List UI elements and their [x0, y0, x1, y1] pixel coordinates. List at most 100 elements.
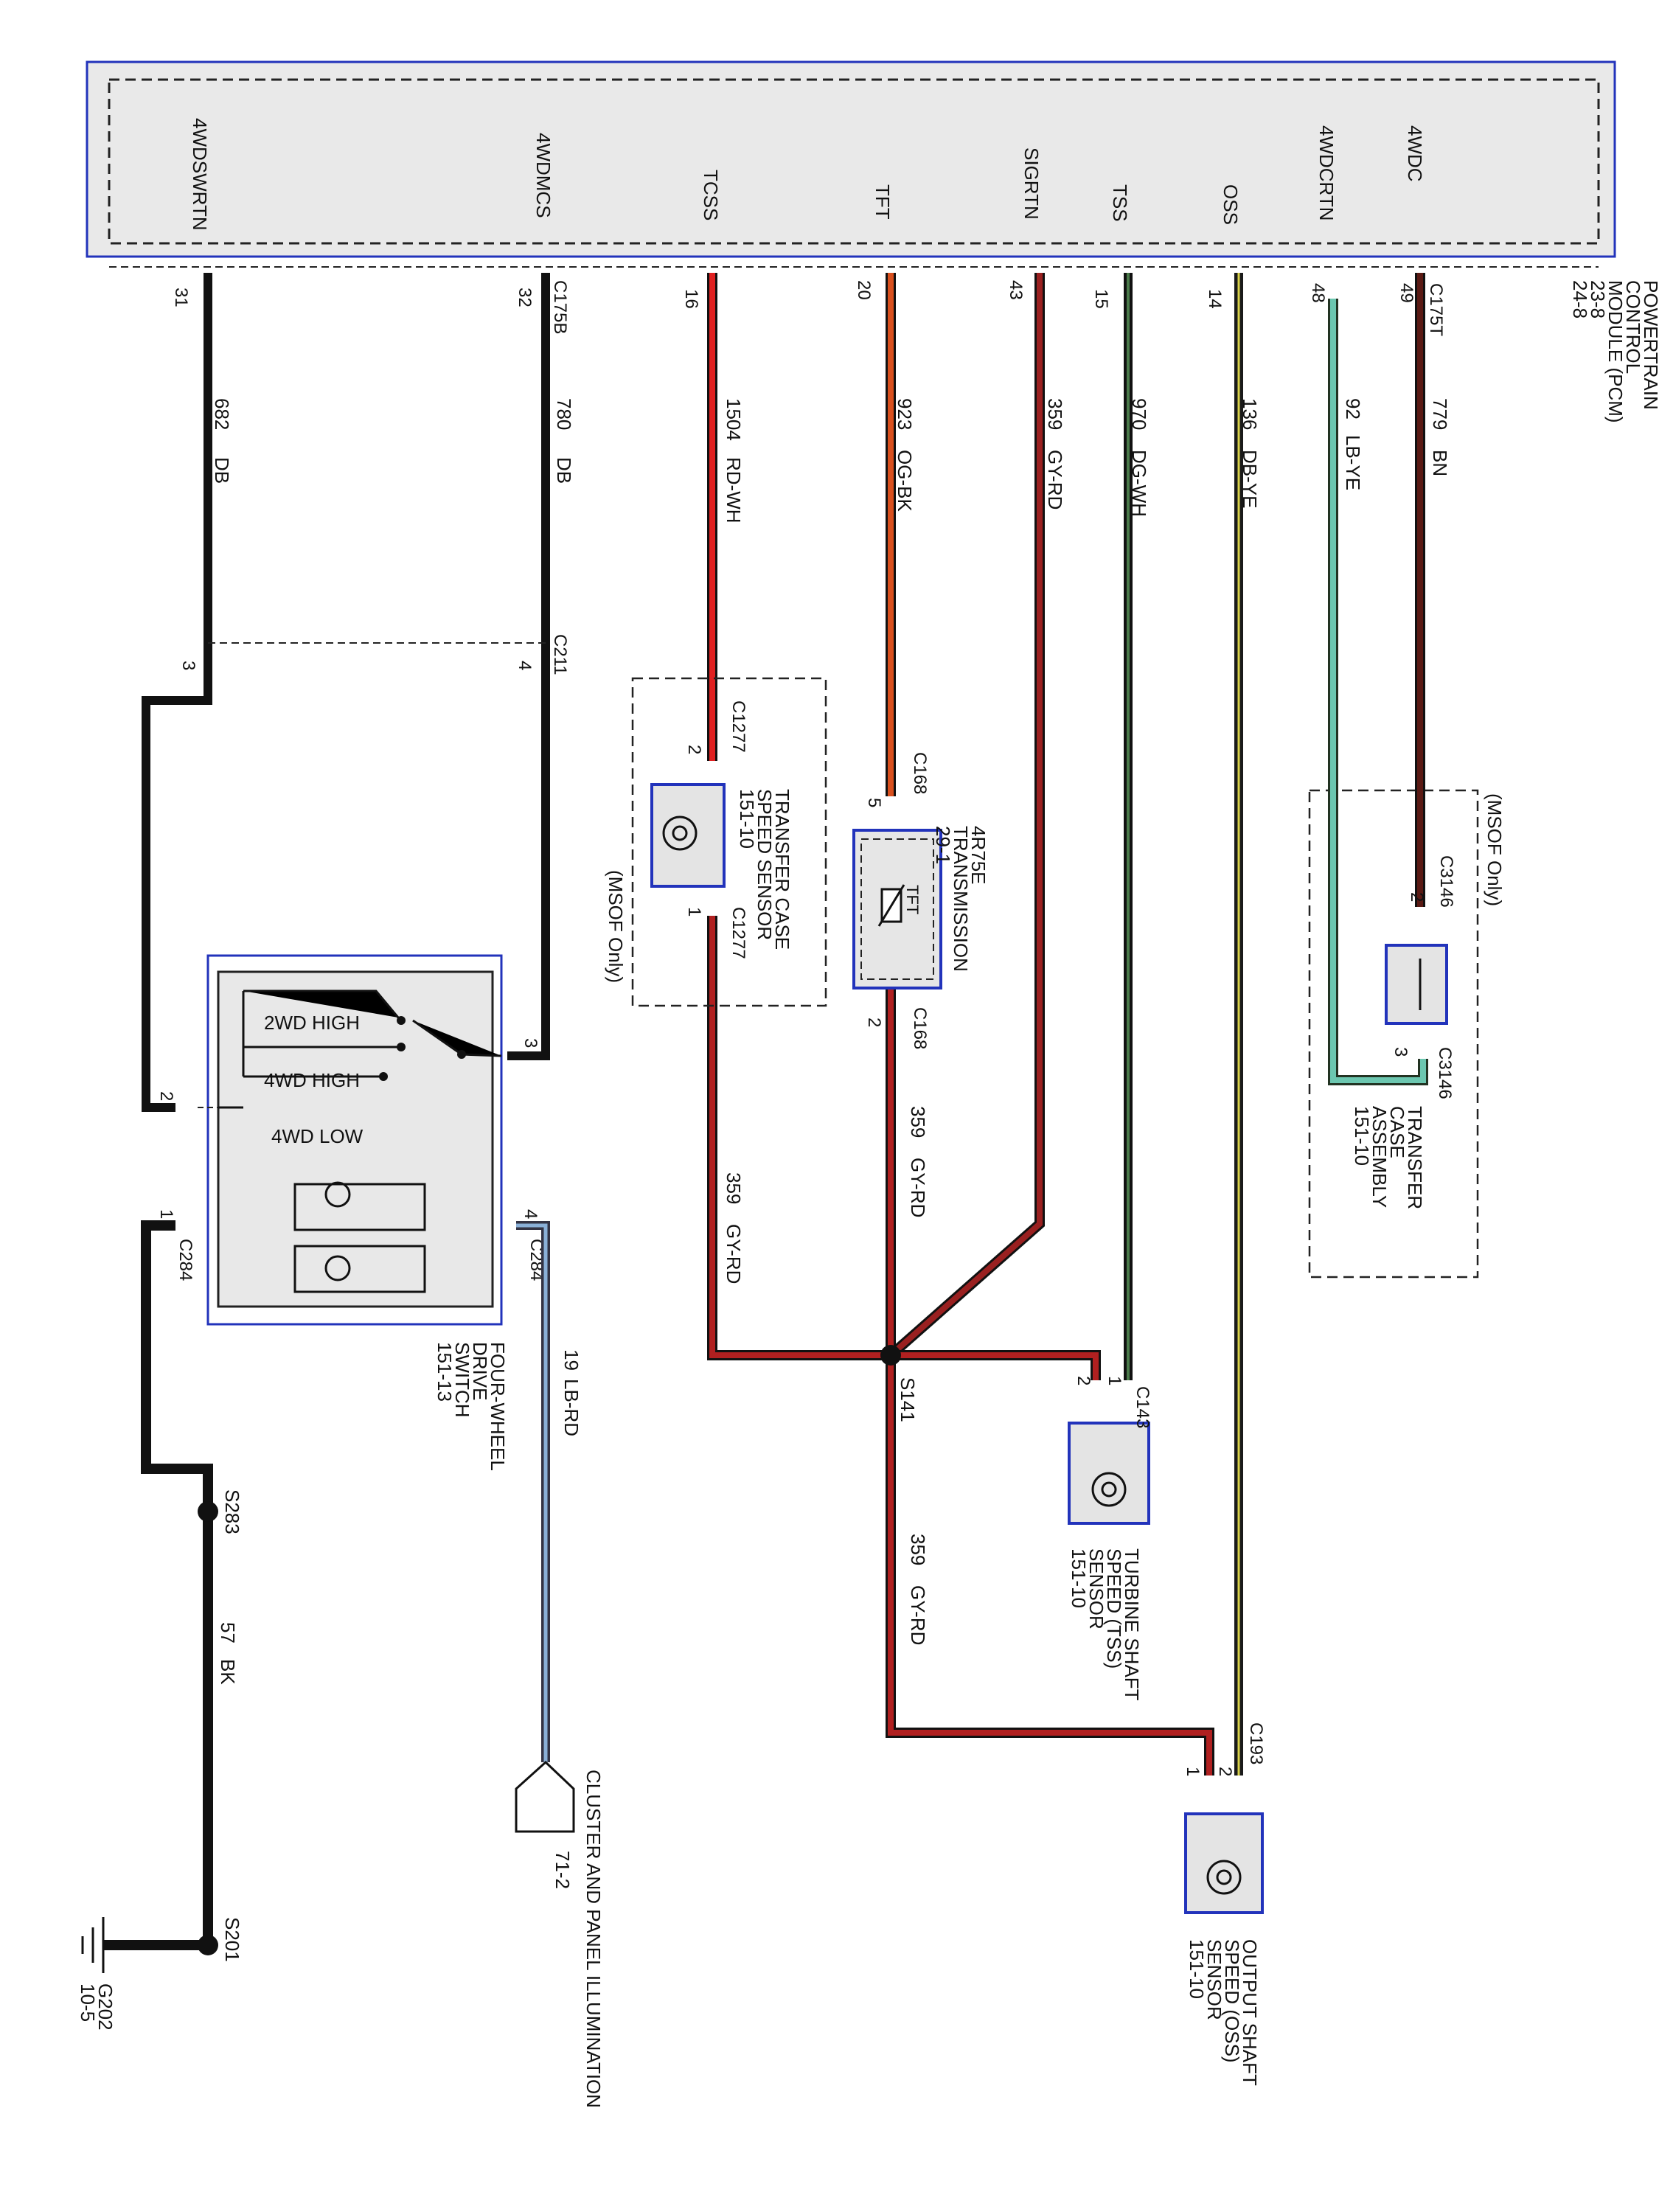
tss-label: TURBINE SHAFT SPEED (TSS) SENSOR 151-10 [1068, 1548, 1143, 1701]
trans-line-1: 4R75E [967, 826, 990, 885]
trans-line-2: TRANSMISSION [950, 826, 972, 972]
wire-780-db [507, 273, 550, 1060]
tss-line-2: SPEED (TSS) [1103, 1548, 1125, 1669]
c193-label: C193 [1246, 1722, 1266, 1764]
pcm-title: POWERTRAIN CONTROL MODULE (PCM) 23-8 24-… [1569, 280, 1659, 423]
transmission-label: 4R75E TRANSMISSION 29-1 [932, 826, 990, 972]
switch-line-1: FOUR-WHEEL [487, 1342, 509, 1471]
wire-label-779: 779 [1429, 398, 1451, 430]
cluster-label: CLUSTER AND PANEL ILLUMINATION [582, 1770, 605, 2108]
switch-pin-2: 2 [156, 1091, 176, 1101]
c168-pin-2: 2 [864, 1018, 884, 1027]
wire-color-923: OG-BK [894, 450, 916, 512]
switch-pin-4: 4 [521, 1209, 540, 1219]
gear-icon [662, 815, 698, 851]
c1277-label-bottom: C1277 [728, 907, 748, 959]
pcm-module: POWERTRAIN CONTROL MODULE (PCM) 23-8 24-… [86, 60, 1659, 423]
wire-19-lb-rd [516, 1223, 548, 1762]
c211-pin-3: 3 [178, 661, 198, 670]
ground-icon [81, 1917, 105, 1973]
oss-line-2: SPEED (OSS) [1221, 1939, 1243, 2063]
wire-color-1504: RD-WH [723, 457, 745, 524]
wire-label-923: 923 [894, 398, 916, 430]
pin-name-4wdcrtn: 4WDCRTN [1315, 125, 1338, 221]
wire-label-780: 780 [553, 398, 575, 430]
tcss-line-2: SPEED SENSOR [754, 789, 776, 940]
c168-label-bottom: C168 [910, 1007, 930, 1049]
wire-57-bk [103, 1220, 213, 1950]
tcss-note: (MSOF Only) [605, 870, 627, 983]
wire-color-92: LB-YE [1342, 435, 1364, 490]
pin-num-48: 48 [1308, 283, 1328, 303]
oss-line-4: 151-10 [1186, 1939, 1208, 1999]
pin-name-4wdmcs: 4WDMCS [532, 133, 554, 218]
c168-label-top: C168 [910, 752, 930, 794]
tcss-line-3: 151-10 [736, 789, 758, 849]
pcm-title-line-1: POWERTRAIN [1640, 280, 1659, 410]
c3146-pin-2: 2 [1407, 892, 1427, 902]
led-icon-1 [324, 1181, 351, 1208]
pcm-title-line-3: MODULE (PCM) [1604, 280, 1627, 423]
splice-s201-label: S201 [221, 1917, 243, 1962]
c211-label: C211 [550, 634, 570, 675]
tss-line-3: SENSOR [1085, 1548, 1107, 1630]
c168-pin-5: 5 [864, 798, 884, 807]
switch-line-3: SWITCH [451, 1342, 473, 1418]
switch-pin-1: 1 [156, 1209, 176, 1219]
c143-pin-2: 2 [1074, 1376, 1093, 1385]
pin-num-15: 15 [1091, 289, 1111, 309]
cluster-ref: 71-2 [552, 1851, 574, 1889]
cluster-connector-icon [515, 1760, 575, 1833]
switch-pos-4wd-low: 4WD LOW [271, 1125, 364, 1147]
oss-gear-icon [1206, 1860, 1242, 1895]
connector-c175t: C175T [1426, 283, 1446, 336]
oss-line-3: SENSOR [1203, 1939, 1225, 2020]
switch-label: FOUR-WHEEL DRIVE SWITCH 151-13 [434, 1342, 509, 1471]
wire-label-682: 682 [211, 398, 233, 430]
oss-sensor [1184, 1812, 1264, 1914]
c1277-label-top: C1277 [728, 700, 748, 753]
pin-name-tss: TSS [1109, 184, 1131, 222]
c193-pin-1: 1 [1183, 1767, 1203, 1776]
connector-c175b: C175B [550, 280, 570, 334]
pin-num-14: 14 [1205, 289, 1225, 309]
transfer-case-note: (MSOF Only) [1484, 793, 1506, 906]
tss-sensor [1068, 1422, 1150, 1525]
wire-label-1504: 1504 [723, 398, 745, 441]
tss-line-1: TURBINE SHAFT [1121, 1548, 1143, 1701]
c1277-pin-1: 1 [684, 907, 704, 917]
trans-line-3: 29-1 [932, 826, 954, 864]
wire-label-57: 57 [217, 1622, 239, 1644]
wire-359-sigrtn [888, 273, 1043, 1358]
switch-line-2: DRIVE [469, 1342, 491, 1400]
pin-name-4wdc: 4WDC [1404, 125, 1426, 182]
wire-label-92: 92 [1342, 398, 1364, 420]
tc-line-4: 151-10 [1351, 1106, 1373, 1166]
pin-num-43: 43 [1006, 280, 1026, 300]
wire-92-lb-ye [1330, 299, 1426, 1083]
wire-color-359-top: GY-RD [1044, 450, 1066, 509]
tc-line-1: TRANSFER [1404, 1106, 1426, 1209]
wire-color-359-oss: GY-RD [907, 1585, 929, 1645]
led-icon-2 [324, 1255, 351, 1281]
lamp-1 [293, 1183, 426, 1231]
switch-pin-3: 3 [521, 1038, 540, 1048]
transfer-case-label: TRANSFER CASE ASSEMBLY 151-10 [1351, 1106, 1426, 1209]
c143-pin-1: 1 [1105, 1376, 1124, 1385]
c143-label: C143 [1133, 1386, 1152, 1428]
splice-s201 [198, 1935, 218, 1955]
pin-num-31: 31 [171, 288, 191, 307]
four-wd-switch: 2WD HIGH 4WD HIGH 4WD LOW [198, 954, 503, 1326]
switch-pos-4wd-high: 4WD HIGH [264, 1069, 360, 1091]
splice-s141-label: S141 [897, 1377, 919, 1422]
wire-682-db [142, 273, 212, 1112]
lamp-2 [293, 1245, 426, 1293]
pin-num-32: 32 [515, 288, 535, 307]
wire-color-779: BN [1429, 450, 1451, 476]
c193-pin-2: 2 [1215, 1767, 1235, 1776]
wire-color-682: DB [211, 457, 233, 484]
transfer-case-group: (MSOF Only) 2 C3146 3 C3146 TRANSFER CAS… [1308, 273, 1506, 1279]
wire-color-57: BK [217, 1659, 239, 1685]
pin-name-tcss: TCSS [700, 170, 722, 220]
c3146-label-top: C3146 [1436, 855, 1456, 908]
